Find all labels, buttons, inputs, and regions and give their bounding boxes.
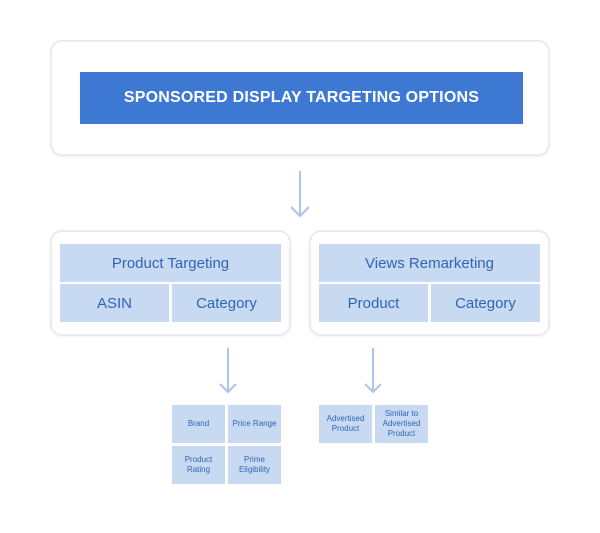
product-targeting-option-asin: ASIN bbox=[60, 284, 169, 322]
title-card: SPONSORED DISPLAY TARGETING OPTIONS bbox=[50, 40, 550, 156]
views-remarketing-option-category: Category bbox=[431, 284, 540, 322]
refinement-product-rating: Product Rating bbox=[172, 446, 225, 484]
views-remarketing-option-product: Product bbox=[319, 284, 428, 322]
diagram-title: SPONSORED DISPLAY TARGETING OPTIONS bbox=[80, 72, 523, 124]
product-targeting-option-category: Category bbox=[172, 284, 281, 322]
product-targeting-header: Product Targeting bbox=[60, 244, 281, 282]
refinement-similar-to-advertised-product: Similar to Advertised Product bbox=[375, 405, 428, 443]
refinement-prime-eligibility: Prime Eligibility bbox=[228, 446, 281, 484]
views-remarketing-header: Views Remarketing bbox=[319, 244, 540, 282]
refinement-price-range: Price Range bbox=[228, 405, 281, 443]
arrow-down-icon bbox=[219, 348, 237, 394]
refinement-advertised-product: Advertised Product bbox=[319, 405, 372, 443]
arrow-down-icon bbox=[290, 171, 310, 218]
refinement-brand: Brand bbox=[172, 405, 225, 443]
arrow-down-icon bbox=[364, 348, 382, 394]
